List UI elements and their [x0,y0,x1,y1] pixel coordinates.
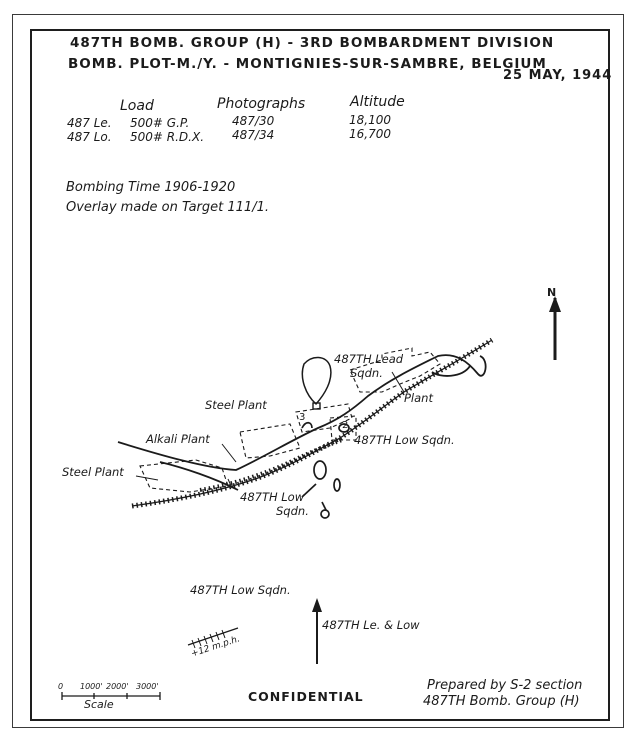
label-le-and-low: 487TH Le. & Low [322,618,420,632]
label-lead-sqdn-line1: 487TH Lead [334,352,404,366]
label-alkali-plant: Alkali Plant [146,432,210,446]
row-1-altitude: 18,100 [349,113,391,127]
label-low-sqdn-c: 487TH Low Sqdn. [190,583,291,597]
label-steel-plant-2: Steel Plant [62,465,124,479]
scale-label: Scale [84,698,114,711]
scale-tick-2000: 2000' [106,682,129,691]
label-leader-lines [135,371,405,489]
target-marker [312,402,321,410]
col-header-photographs: Photographs [217,96,306,112]
title-line-2: BOMB. PLOT-M./Y. - MONTIGNIES-SUR-SAMBRE… [68,56,547,72]
label-low-sqdn-b-line1: 487TH Low [240,490,305,504]
row-2-load: 500# R.D.X. [130,130,205,144]
row-2-unit: 487 Lo. [67,130,112,144]
scale-tick-1000: 1000' [80,682,103,691]
row-2-photos: 487/34 [232,128,275,142]
label-steel-plant-1: Steel Plant [205,398,267,412]
label-low-sqdn-a: 487TH Low Sqdn. [354,433,455,447]
label-number-3: 3 [299,412,306,423]
overlay-note: Overlay made on Target 111/1. [66,200,269,215]
label-lead-sqdn-line2: Sqdn. [350,366,383,380]
row-1-unit: 487 Le. [67,116,112,130]
arrow-icon [312,598,322,664]
bombing-time-note: Bombing Time 1906-1920 [66,180,236,195]
scale-bar [61,692,161,700]
prepared-by-line1: Prepared by S-2 section [427,678,583,693]
bomb-pattern-marks [301,421,350,519]
prepared-by-line2: 487TH Bomb. Group (H) [423,694,580,709]
wind-arrow-icon [187,627,239,649]
outer-border [12,14,624,728]
col-header-load: Load [120,98,154,114]
row-1-load: 500# G.P. [130,116,190,130]
scale-tick-3000: 3000' [136,682,159,691]
label-low-sqdn-b-line2: Sqdn. [276,504,309,518]
north-label: N [547,286,558,299]
title-line-1: 487TH BOMB. GROUP (H) - 3RD BOMBARDMENT … [70,35,555,51]
row-1-photos: 487/30 [232,114,275,128]
reservoir-outline [301,356,332,406]
classification-label: CONFIDENTIAL [248,689,364,704]
row-2-altitude: 16,700 [349,127,391,141]
report-date: 25 MAY, 1944 [503,68,613,83]
north-arrow-icon [549,296,561,360]
scale-tick-0: 0 [58,682,64,691]
inner-border [30,29,610,721]
plant-outlines [139,347,441,493]
label-number-2: 2 [342,420,349,431]
label-plant: Plant [404,391,433,405]
col-header-altitude: Altitude [350,94,405,110]
railway-line [131,337,494,509]
